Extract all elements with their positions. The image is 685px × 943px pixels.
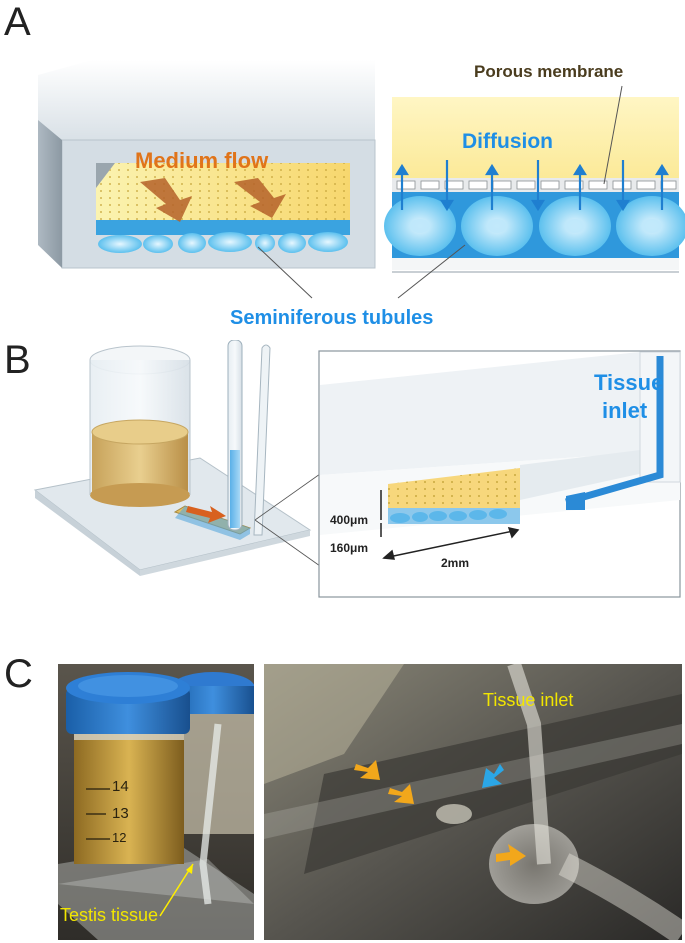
label-tissue-inlet-c: Tissue inlet <box>483 690 574 710</box>
label-medium-flow: Medium flow <box>135 148 269 173</box>
label-dim-400um: 400μm <box>330 513 369 527</box>
tissue-in-channel <box>436 804 472 824</box>
panel-letter-a: A <box>4 0 31 44</box>
label-diffusion: Diffusion <box>462 130 553 153</box>
cross-section-medium <box>392 97 679 182</box>
tubule-leader-right <box>397 244 466 299</box>
medium-flow-arrows <box>140 178 286 222</box>
panel-b-device-illustration <box>33 340 681 598</box>
vial-mark-13: 13 <box>112 805 129 822</box>
vial-mark-12: 12 <box>112 830 127 845</box>
photo-device-left-art <box>58 664 254 940</box>
panel-letter-c: C <box>4 652 33 696</box>
inset-ceiling <box>320 352 680 475</box>
tubule-leader-left <box>257 246 313 299</box>
photo-device-right-art <box>264 664 682 940</box>
vial-mark-14: 14 <box>112 778 129 795</box>
tubule-layer <box>96 220 350 235</box>
chip-top-face <box>38 60 375 140</box>
panel-letter-b: B <box>4 338 31 382</box>
outlet-tube-right <box>558 853 682 940</box>
panel-a-chip-illustration <box>38 60 685 299</box>
inset-inlet-channel <box>565 356 664 506</box>
label-seminiferous-tubules: Seminiferous tubules <box>230 307 434 329</box>
vial-front <box>74 734 184 864</box>
photo-device-right <box>264 664 682 940</box>
label-tissue-inlet-b-line2: inlet <box>602 398 648 423</box>
flow-arrow <box>186 506 226 523</box>
chip-side-face <box>38 120 62 268</box>
tubule-row <box>98 232 348 253</box>
inlet-tube <box>199 723 222 905</box>
porous-membrane-leader <box>603 85 623 185</box>
inlet-tube-right <box>507 664 551 865</box>
label-tissue-inlet-b-line1: Tissue <box>594 370 664 395</box>
photo-device-left <box>58 664 254 940</box>
label-dim-2mm: 2mm <box>441 556 470 570</box>
outlet-tube <box>253 344 271 536</box>
diffusion-arrows <box>395 160 669 212</box>
label-testis-tissue: Testis tissue <box>60 905 159 925</box>
label-dim-160um: 160μm <box>330 541 369 555</box>
label-porous-membrane: Porous membrane <box>474 62 624 81</box>
inlet-droplet <box>489 824 579 904</box>
